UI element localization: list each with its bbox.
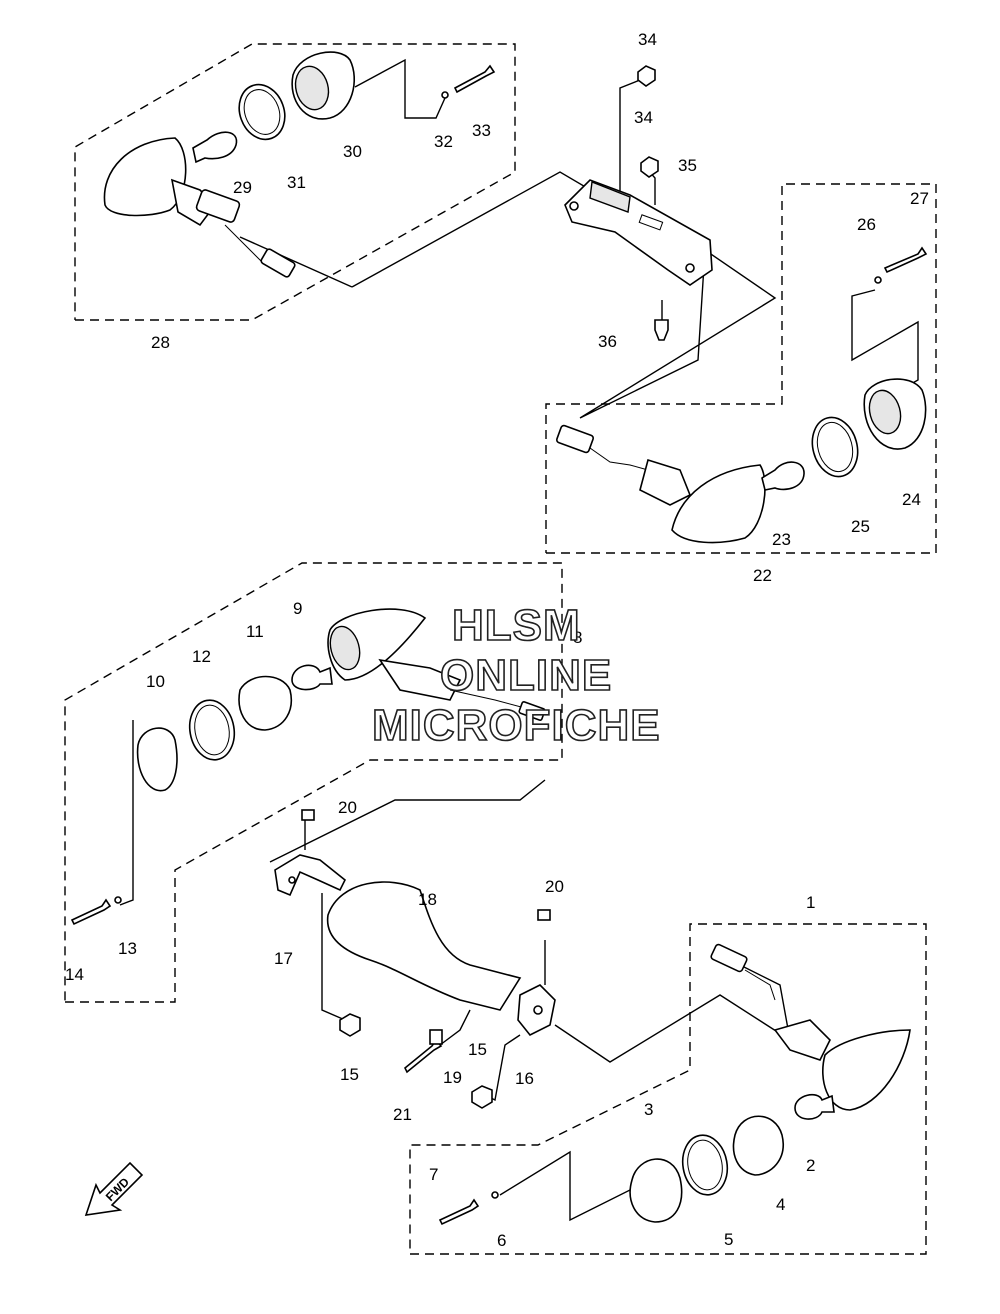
callout-31: 31 [287,173,306,192]
callout-2: 2 [806,1156,815,1175]
callout-19: 19 [443,1068,462,1087]
watermark: HLSM ONLINE MICROFICHE [371,600,661,751]
callout-27: 27 [910,189,929,208]
callout-34-lower: 34 [634,108,653,127]
callout-28: 28 [151,333,170,352]
callout-18: 18 [418,890,437,909]
callout-7: 7 [429,1165,438,1184]
nut-34-top [637,65,656,87]
callout-10: 10 [146,672,165,691]
bracket-35 [564,65,713,341]
callout-26: 26 [857,215,876,234]
screw-27 [883,246,928,274]
callout-15-left: 15 [340,1065,359,1084]
callout-17: 17 [274,949,293,968]
forward-direction-arrow: FWD [84,1161,144,1216]
callout-21: 21 [393,1105,412,1124]
watermark-line-1: HLSM [452,601,581,650]
washer-6 [491,1191,499,1199]
callout-33: 33 [472,121,491,140]
nut-15-left [339,1013,361,1037]
washer-26 [874,276,882,284]
housing-10 [136,727,178,792]
callout-36: 36 [598,332,617,351]
lens-4 [732,1115,784,1176]
group-22-boundary [545,183,937,554]
turn-signal-assembly-22 [555,246,928,544]
callout-5: 5 [724,1230,733,1249]
callout-numbers: 1 2 3 4 5 6 7 8 9 10 11 12 13 14 15 15 1… [65,30,929,1250]
turn-signal-assembly-28 [103,51,496,278]
cover-18 [326,881,522,1011]
callout-15-right: 15 [468,1040,487,1059]
bulb-2 [794,1093,835,1120]
callout-25: 25 [851,517,870,536]
rim-31 [238,83,286,141]
watermark-line-2: ONLINE [440,651,612,700]
group-8-boundary [64,562,563,1003]
callout-9: 9 [293,599,302,618]
callout-11: 11 [246,622,264,641]
screw-33 [453,64,496,94]
callout-35: 35 [678,156,697,175]
clip-20-right [537,909,551,921]
nut-15-right [471,1085,493,1109]
callout-24: 24 [902,490,921,509]
callout-13: 13 [118,939,137,958]
callout-34-top: 34 [638,30,657,49]
callout-20-right: 20 [545,877,564,896]
callout-29: 29 [233,178,252,197]
washer-13 [114,896,122,904]
callout-20-left: 20 [338,798,357,817]
bulb-23 [761,461,805,491]
screw-14 [70,898,112,926]
callout-12: 12 [192,647,211,666]
screw-7 [438,1198,480,1226]
watermark-line-3: MICROFICHE [372,701,661,750]
callout-4: 4 [776,1195,785,1214]
nut-34-lower [640,156,659,178]
turn-signal-assembly-1 [438,943,911,1226]
group-boundaries [64,43,937,1255]
turn-signal-assembly-8 [70,608,546,926]
lens-11 [238,675,292,731]
rim-12 [188,699,236,761]
callout-1: 1 [806,893,815,912]
clip-20-left [301,809,315,821]
clip-19 [429,1029,443,1045]
callout-32: 32 [434,132,453,151]
callout-14: 14 [65,965,84,984]
callout-3: 3 [644,1100,653,1119]
bracket-17 [274,854,347,897]
callout-30: 30 [343,142,362,161]
callout-8: 8 [573,628,582,647]
bolt-36 [654,319,669,341]
bulb-29 [192,131,238,164]
housing-3 [629,1158,683,1223]
callout-16: 16 [515,1069,534,1088]
center-mount-parts [274,809,556,1109]
callout-23: 23 [772,530,791,549]
bulb-9 [291,664,333,691]
screw-21 [403,1038,443,1074]
lens-23 [671,464,766,544]
group-28-boundary [74,43,516,321]
rim-5 [681,1134,729,1196]
callout-22: 22 [753,566,772,585]
callout-6: 6 [497,1231,506,1250]
group-1-boundary [409,923,927,1255]
lens-housing-29 [103,137,187,217]
